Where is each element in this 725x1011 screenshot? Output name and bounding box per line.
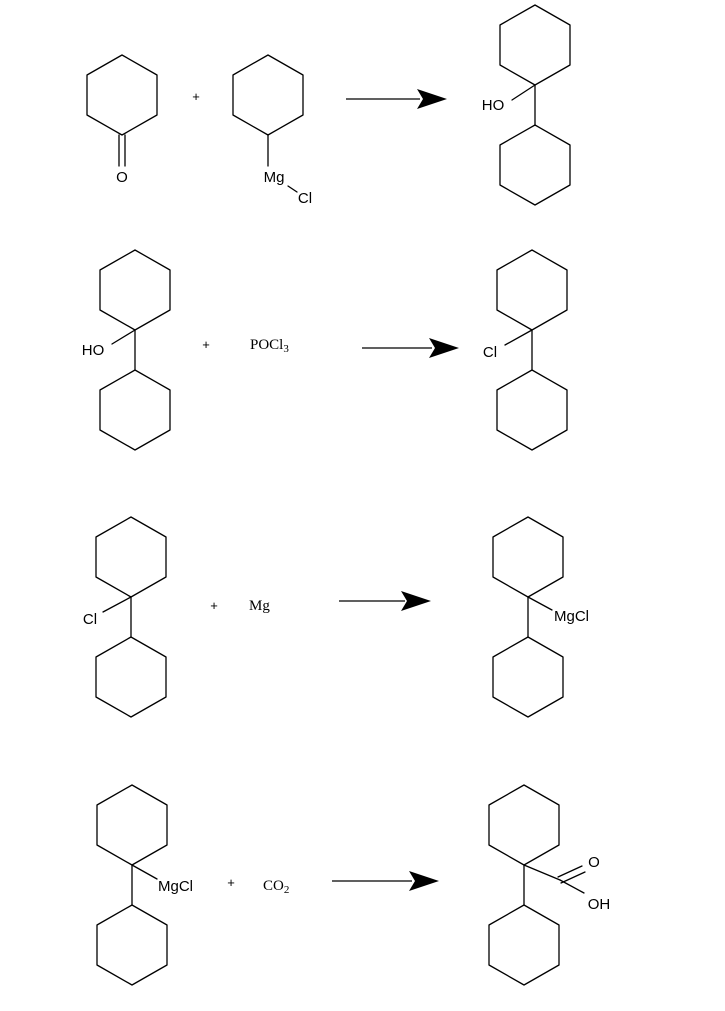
mgcl-label: MgCl [158,878,193,895]
plus-sign: + [192,89,200,104]
reaction-arrow [332,871,439,891]
co2-reagent: CO2 [263,878,289,896]
bicyclohexyl-grignard-reactant: MgCl [96,784,193,986]
magnesium-label: Mg [264,169,285,186]
reaction-3: Cl + Mg MgCl [83,516,589,718]
chlorine-label: Cl [83,611,97,628]
chlorine-label: Cl [298,190,312,207]
pocl3-reagent: POCl3 [250,337,289,355]
cyclohexylmagnesium-chloride: Mg Cl [232,54,312,207]
bicyclohexyl-carboxylic-acid-product: O OH [488,784,611,986]
mgcl-label: MgCl [554,608,589,625]
cyclohexanone: O [86,54,158,186]
reaction-2: HO + POCl3 Cl [82,249,568,451]
hydroxyl-label: OH [588,896,611,913]
plus-sign: + [227,875,235,890]
reaction-4: MgCl + CO2 O OH [96,784,611,986]
magnesium-reagent: Mg [249,598,270,614]
plus-sign: + [202,337,210,352]
bicyclohexyl-grignard-product: MgCl [492,516,589,718]
bicyclohexyl-ol-product: HO [482,4,571,206]
chloro-bicyclohexyl-reactant: Cl [83,516,167,718]
oxygen-label: O [116,169,128,186]
hydroxyl-label: HO [82,342,105,359]
reaction-arrow [362,338,459,358]
carbonyl-oxygen-label: O [588,854,600,871]
bicyclohexyl-ol-reactant: HO [82,249,171,451]
reaction-arrow [339,591,431,611]
reaction-1: O + Mg Cl HO [86,4,571,207]
chlorine-label: Cl [483,344,497,361]
chloro-bicyclohexyl-product: Cl [483,249,568,451]
reaction-arrow [346,89,447,109]
hydroxyl-label: HO [482,97,505,114]
plus-sign: + [210,598,218,613]
